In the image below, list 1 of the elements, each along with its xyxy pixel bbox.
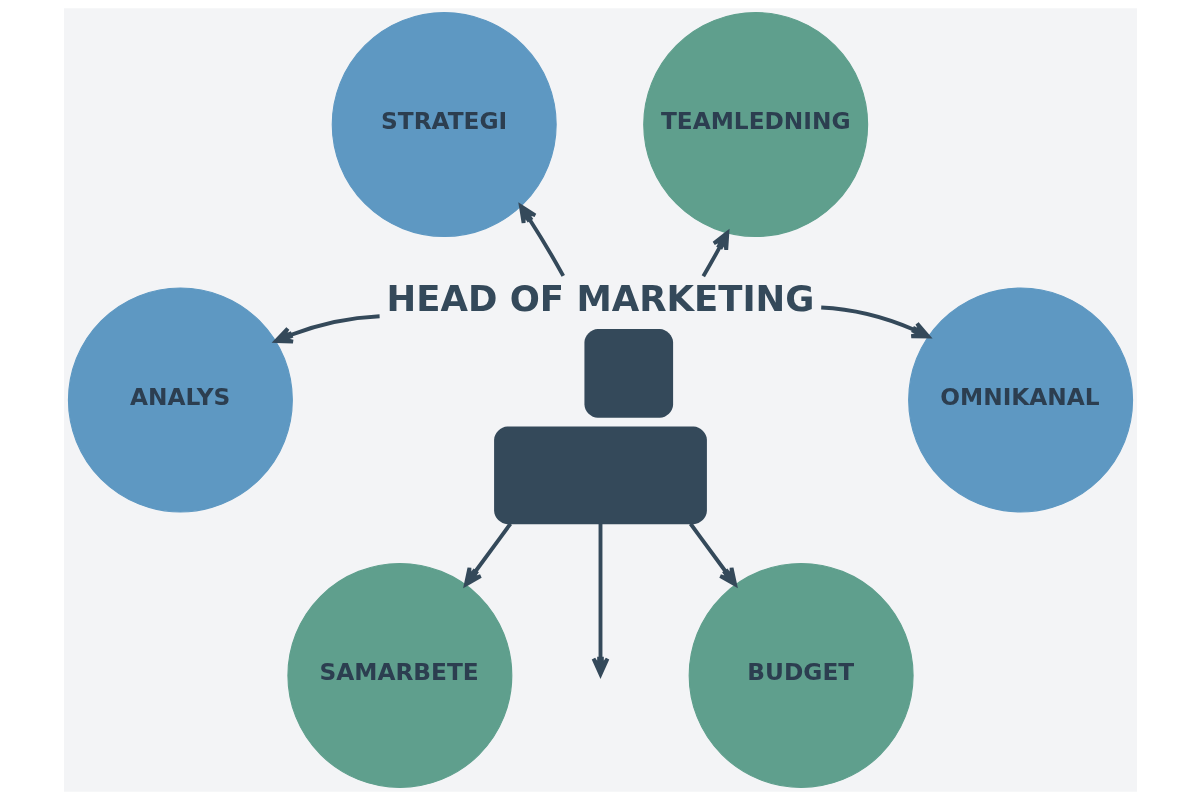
node-label: HEAD OF MARKETING — [386, 277, 814, 319]
